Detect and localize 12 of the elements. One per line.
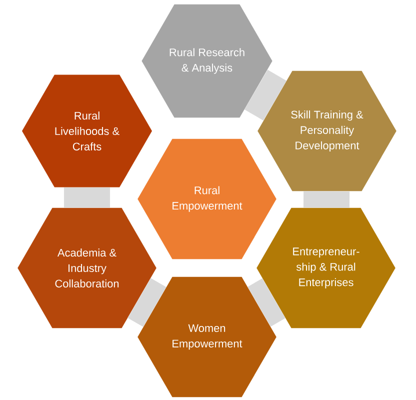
hexagon: Entrepreneur- ship & Rural Enterprises xyxy=(256,208,396,328)
connector-band xyxy=(244,70,286,120)
connector-band xyxy=(64,188,110,208)
connector-band xyxy=(128,278,166,327)
hexagon: Skill Training & Personality Development xyxy=(258,70,396,192)
hexagon: Academia & Industry Collaboration xyxy=(18,208,156,328)
hexagon: Women Empowerment xyxy=(138,276,276,398)
connector-band xyxy=(248,278,286,327)
hexagon: Rural Empowerment xyxy=(138,138,276,260)
connector-band xyxy=(303,191,350,208)
hexagon: Rural Research & Analysis xyxy=(142,4,272,118)
hexagon: Rural Livelihoods & Crafts xyxy=(22,74,152,188)
